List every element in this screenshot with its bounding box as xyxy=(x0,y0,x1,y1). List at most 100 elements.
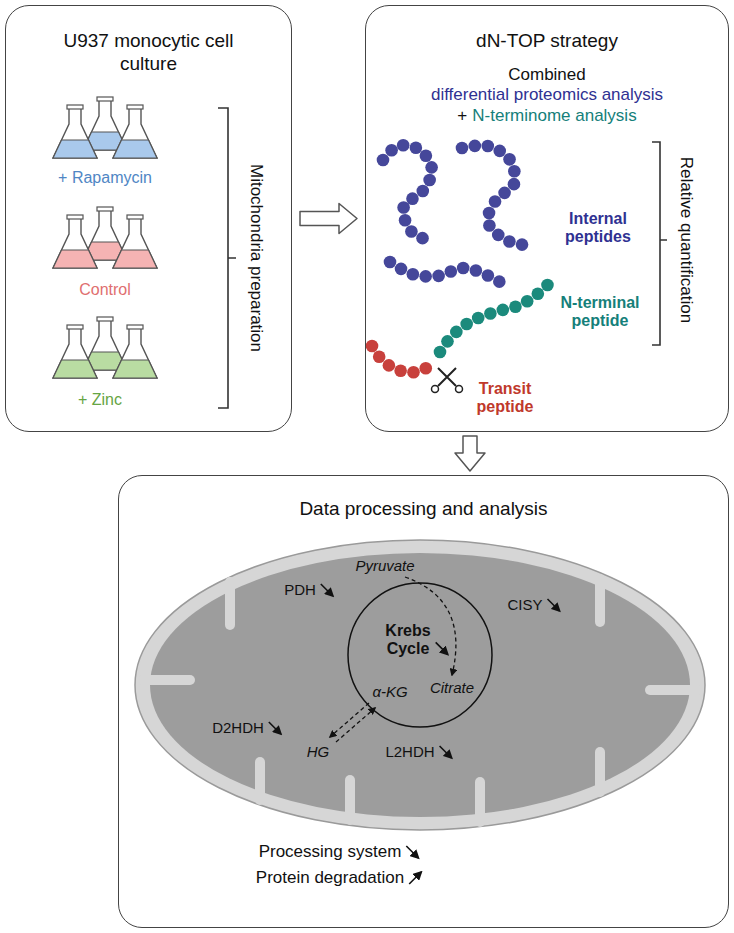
peptide-bead xyxy=(423,174,436,187)
label: Control xyxy=(79,281,131,299)
peptide-bead xyxy=(450,326,463,339)
label: Processing system xyxy=(259,842,402,862)
label: + Rapamycin xyxy=(58,169,152,187)
peptide-bead xyxy=(532,287,545,300)
node-text: N-terminome analysis xyxy=(472,106,636,125)
label: Protein degradation xyxy=(256,868,404,888)
peptide-bead xyxy=(521,295,534,308)
trend-arrow xyxy=(321,584,333,596)
flask xyxy=(113,325,157,378)
peptide-bead xyxy=(541,279,554,292)
crista xyxy=(345,780,355,820)
text-line: Combined xyxy=(508,65,586,85)
text-line: differential proteomics analysis xyxy=(431,85,663,105)
scissors xyxy=(432,368,463,393)
node-text: Data processing and analysis xyxy=(299,498,547,519)
peptide-bead xyxy=(395,263,408,276)
peptide-bead xyxy=(509,300,522,313)
label: L2HDH xyxy=(385,743,434,760)
peptide-bead xyxy=(469,140,482,153)
dashed-arrow xyxy=(336,708,375,742)
label: Pyruvate xyxy=(355,557,414,574)
peptide-bead xyxy=(383,359,396,372)
node-text: + xyxy=(457,106,467,125)
label: Relative quantification xyxy=(676,157,696,323)
peptide-bead xyxy=(483,207,496,220)
peptide-bead xyxy=(432,270,445,283)
peptide-bead xyxy=(484,307,497,320)
label: Internal peptides xyxy=(553,210,643,247)
bracket xyxy=(652,142,667,345)
peptide-bead xyxy=(416,232,429,245)
crista xyxy=(650,685,697,695)
peptide-bead xyxy=(493,275,506,288)
peptide-bead xyxy=(397,201,410,214)
label: HG xyxy=(307,743,330,760)
trend-arrow xyxy=(548,599,560,611)
peptide-bead xyxy=(385,144,398,157)
peptide-bead xyxy=(470,264,483,277)
peptide-bead xyxy=(405,225,418,238)
text-line: U937 monocytic cell culture xyxy=(49,30,249,76)
peptide-bead xyxy=(410,141,423,154)
crista xyxy=(225,582,235,625)
block-arrow xyxy=(455,436,485,471)
trend-arrow xyxy=(409,872,421,884)
peptide-bead xyxy=(407,366,420,379)
block-arrow xyxy=(300,204,357,234)
peptide-bead xyxy=(394,365,407,378)
peptide-bead xyxy=(399,214,412,227)
node-text: Combined xyxy=(508,65,586,84)
label: N-terminal peptide xyxy=(552,294,648,331)
peptide-bead xyxy=(498,187,511,200)
label: Transit peptide xyxy=(467,380,543,417)
peptide-bead xyxy=(419,362,432,375)
flask xyxy=(53,325,97,378)
label: Mitochondria preparation xyxy=(246,164,266,352)
crista xyxy=(595,579,605,622)
krebs-cycle-circle xyxy=(348,583,492,727)
peptide-bead xyxy=(481,140,494,153)
peptide-bead xyxy=(373,351,386,364)
flask xyxy=(53,215,97,268)
peptide-bead xyxy=(483,219,496,232)
peptide-bead xyxy=(419,270,432,283)
bracket xyxy=(218,108,236,408)
peptide-bead xyxy=(493,145,506,158)
text-line: dN-TOP strategy xyxy=(476,30,618,53)
flask xyxy=(113,215,157,268)
crista xyxy=(143,675,190,685)
peptide-bead xyxy=(397,139,410,152)
text-line: + N-terminome analysis xyxy=(457,106,636,126)
peptide-bead xyxy=(503,153,516,166)
peptide-bead xyxy=(508,165,521,178)
crista xyxy=(255,762,265,800)
peptide-bead xyxy=(482,269,495,282)
label: Krebs Cycle xyxy=(385,622,430,659)
peptide-bead xyxy=(366,340,379,353)
trend-arrow xyxy=(440,746,452,758)
chain-guide xyxy=(383,145,432,242)
peptide-bead xyxy=(445,265,458,278)
chain-guide xyxy=(462,145,532,246)
crista xyxy=(595,752,605,792)
peptide-bead xyxy=(497,304,510,317)
trend-arrow xyxy=(406,846,418,858)
matrix xyxy=(150,553,690,817)
label: Citrate xyxy=(430,679,474,696)
outer-membrane xyxy=(135,540,705,830)
peptide-bead xyxy=(377,154,390,167)
peptide-bead xyxy=(503,235,516,248)
crista xyxy=(475,782,485,822)
peptide-bead xyxy=(457,262,470,275)
peptide-bead xyxy=(516,238,529,251)
peptide-bead xyxy=(508,178,521,191)
label: CISY xyxy=(507,596,542,613)
peptide-bead xyxy=(472,312,485,325)
peptide-bead xyxy=(456,142,469,155)
flask xyxy=(53,105,97,158)
label: + Zinc xyxy=(78,391,122,409)
